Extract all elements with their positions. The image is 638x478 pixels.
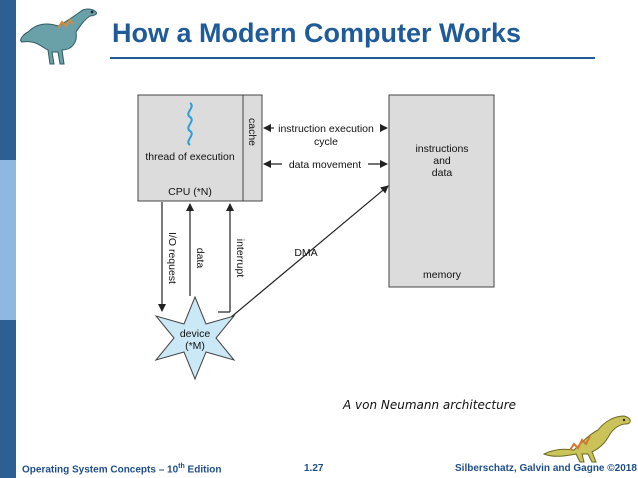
left-band-light: [0, 160, 16, 320]
cpu-count-label: CPU (*N): [168, 186, 212, 198]
memory-content-line3: data: [432, 167, 453, 179]
cpu-thread-label: thread of execution: [145, 151, 234, 163]
dma-arrow: [229, 185, 389, 319]
left-band-bottom: [0, 320, 16, 478]
footer-page-number: 1.27: [304, 463, 324, 474]
dinosaur-logo-icon: [20, 8, 97, 65]
footer-book-title-tail: Edition: [184, 464, 222, 476]
page-title: How a Modern Computer Works: [112, 18, 522, 48]
device-label-line1: device: [180, 328, 211, 340]
dinosaur-bottom-icon: [542, 415, 631, 463]
instruction-cycle-label-line1: instruction execution: [278, 123, 374, 135]
io-request-label: I/O request: [166, 232, 178, 284]
footer-book-title: Operating System Concepts – 10th Edition: [22, 463, 221, 475]
footer-authors: Silberschatz, Galvin and Gagne ©2018: [455, 463, 637, 474]
device-label-line2: (*M): [185, 340, 205, 352]
memory-content-line2: and: [433, 155, 451, 167]
memory-content-line1: instructions: [415, 143, 468, 155]
cpu-box: [137, 94, 244, 202]
cache-box: [242, 94, 263, 202]
data-arrow-label: data: [194, 248, 206, 269]
left-band-top: [0, 0, 16, 160]
memory-box: [388, 94, 495, 288]
footer-book-title-sup: th: [178, 463, 185, 470]
diagram-caption: A von Neumann architecture: [343, 398, 517, 412]
interrupt-label: interrupt: [234, 239, 246, 278]
device-star: [154, 295, 236, 381]
cache-label: cache: [246, 118, 258, 146]
thread-icon: [187, 102, 193, 146]
data-movement-label: data movement: [289, 159, 361, 171]
title-divider: [110, 57, 595, 59]
instruction-cycle-label-line2: cycle: [314, 136, 338, 148]
memory-label: memory: [423, 269, 462, 281]
dma-label: DMA: [294, 247, 317, 259]
footer-book-title-main: Operating System Concepts – 10: [22, 464, 179, 476]
